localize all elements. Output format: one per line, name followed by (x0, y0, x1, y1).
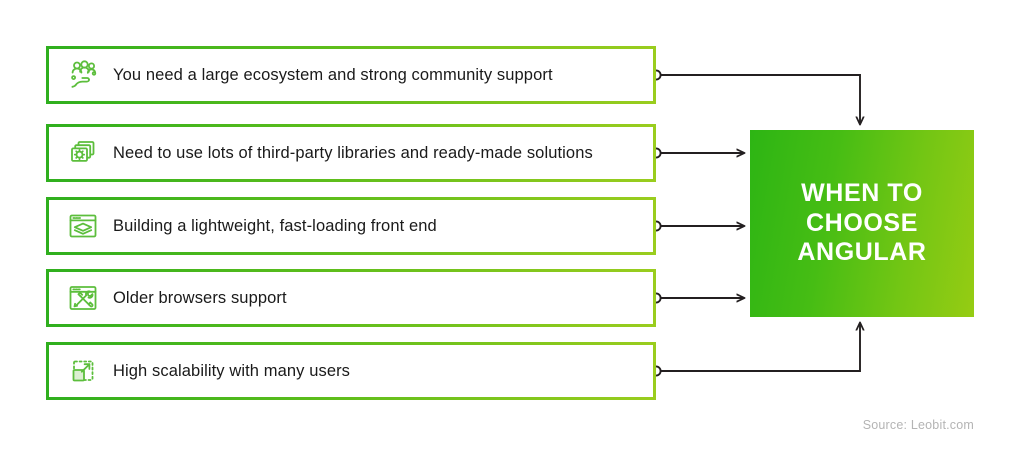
card-border: You need a large ecosystem and strong co… (46, 46, 656, 104)
scale-expand-icon (63, 351, 103, 391)
connector-item-2 (650, 147, 744, 159)
connector-item-1 (650, 69, 860, 124)
source-attribution: Source: Leobit.com (862, 418, 974, 432)
card-inner: You need a large ecosystem and strong co… (49, 49, 653, 101)
card-border: High scalability with many users (46, 342, 656, 400)
callout-panel: WHEN TO CHOOSE ANGULAR (750, 130, 974, 317)
list-item-label: High scalability with many users (113, 361, 351, 380)
card-inner: Older browsers support (49, 272, 653, 324)
stacked-libraries-gear-icon (63, 133, 103, 173)
list-item[interactable]: Building a lightweight, fast-loading fro… (46, 197, 656, 255)
connector-item-5 (650, 323, 860, 377)
card-inner: Building a lightweight, fast-loading fro… (49, 200, 653, 252)
list-item[interactable]: You need a large ecosystem and strong co… (46, 46, 656, 104)
card-inner: Need to use lots of third-party librarie… (49, 127, 653, 179)
card-border: Need to use lots of third-party librarie… (46, 124, 656, 182)
list-item-label: Need to use lots of third-party librarie… (113, 143, 593, 162)
connector-item-4 (650, 292, 744, 304)
community-support-icon (63, 55, 103, 95)
list-item-label: You need a large ecosystem and strong co… (113, 65, 553, 84)
browser-layers-icon (63, 206, 103, 246)
list-item[interactable]: Older browsers support (46, 269, 656, 327)
list-item[interactable]: High scalability with many users (46, 342, 656, 400)
card-inner: High scalability with many users (49, 345, 653, 397)
card-border: Building a lightweight, fast-loading fro… (46, 197, 656, 255)
callout-title: WHEN TO CHOOSE ANGULAR (797, 179, 927, 267)
list-item[interactable]: Need to use lots of third-party librarie… (46, 124, 656, 182)
browser-tools-icon (63, 278, 103, 318)
list-item-label: Building a lightweight, fast-loading fro… (113, 216, 437, 235)
list-item-label: Older browsers support (113, 288, 287, 307)
connector-item-3 (650, 220, 744, 232)
card-border: Older browsers support (46, 269, 656, 327)
